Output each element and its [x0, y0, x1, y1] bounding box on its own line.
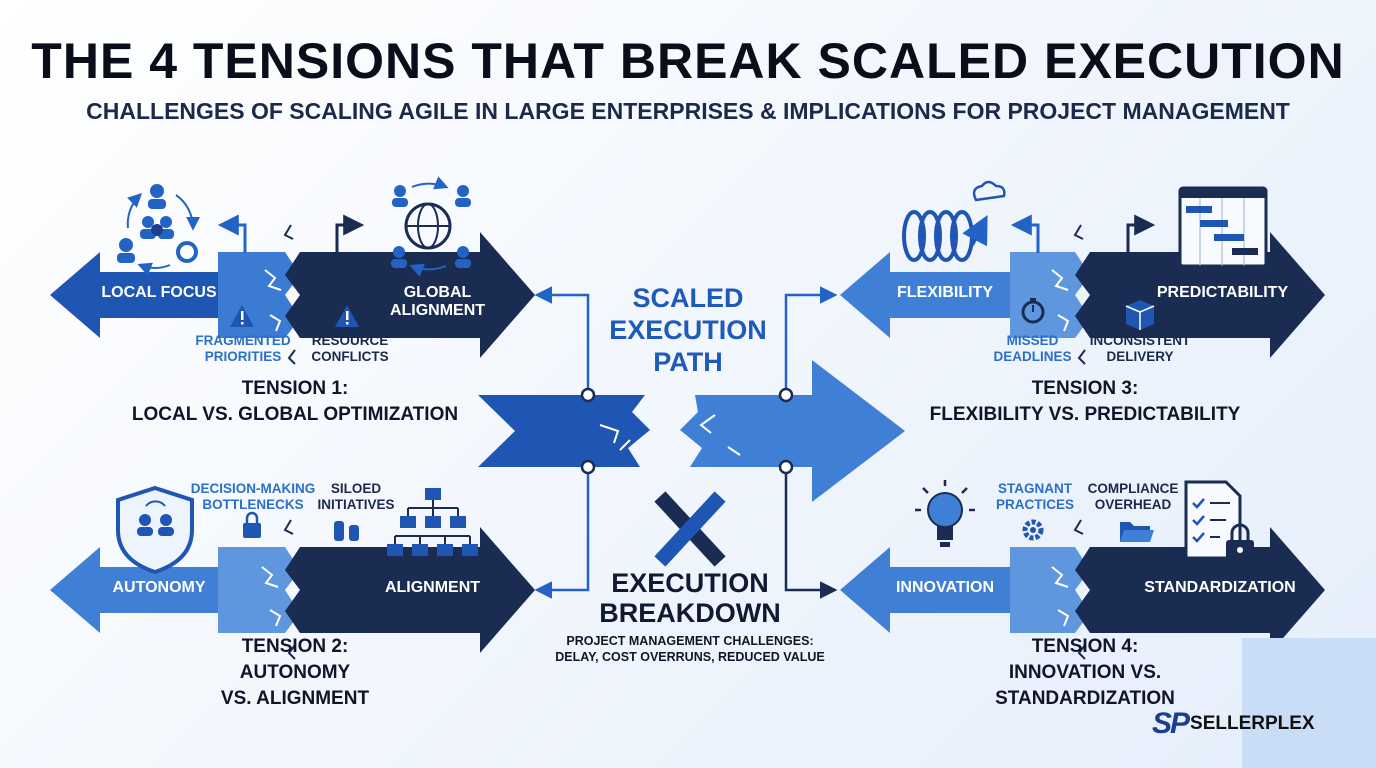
lightbulb-icon	[915, 480, 975, 547]
scaled-execution-arrow	[478, 360, 905, 502]
tension-4-arrows	[840, 519, 1325, 660]
tension-1-title: TENSION 1: LOCAL VS. GLOBAL OPTIMIZATION	[131, 378, 459, 425]
brand-mark: SP	[1152, 707, 1190, 740]
flexibility-label: FLEXIBILITY	[897, 284, 993, 301]
checklist-lock-icon	[1184, 480, 1254, 562]
folder-icon	[1120, 522, 1154, 542]
stopwatch-icon	[1021, 298, 1045, 324]
page-title: THE 4 TENSIONS THAT BREAK SCALED EXECUTI…	[31, 33, 1345, 89]
innovation-label: INNOVATION	[895, 579, 995, 596]
tension-2-title: TENSION 2: AUTONOMY VS. ALIGNMENT	[220, 636, 370, 709]
shield-team-icon	[116, 485, 194, 575]
flexibility-arrow	[840, 252, 1030, 338]
local-focus-arrow	[50, 252, 238, 338]
brand-background	[1242, 638, 1376, 768]
tension-2-arrows	[50, 519, 535, 660]
package-icon	[1125, 300, 1155, 330]
alignment-label: ALIGNMENT	[384, 579, 481, 596]
connector-lines	[534, 286, 838, 599]
scaled-execution-path-label: SCALED EXECUTION PATH	[609, 283, 767, 377]
gear-icon	[1022, 519, 1044, 541]
breakdown-x-icon	[654, 491, 726, 567]
lock-icon	[243, 511, 261, 538]
silo-icon	[334, 521, 359, 541]
local-focus-arrow-break	[218, 252, 300, 338]
globe-team-icon	[391, 176, 471, 277]
warning-icon	[230, 305, 254, 327]
innovation-arrow	[840, 547, 1030, 633]
autonomy-label: AUTONOMY	[112, 579, 206, 596]
pm-challenges-text: PROJECT MANAGEMENT CHALLENGES: DELAY, CO…	[555, 634, 825, 664]
local-focus-label: LOCAL FOCUS	[101, 284, 217, 301]
tension-3-title: TENSION 3: FLEXIBILITY VS. PREDICTABILIT…	[929, 378, 1241, 425]
warning-icon	[335, 305, 359, 327]
brand-logo: SP SELLERPLEX	[1152, 707, 1315, 741]
org-chart-icon	[387, 488, 478, 556]
gantt-chart-icon	[1178, 186, 1268, 268]
predictability-label: PREDICTABILITY	[1156, 284, 1289, 301]
standardization-arrow	[1075, 527, 1325, 653]
page-subtitle: CHALLENGES OF SCALING AGILE IN LARGE ENT…	[86, 98, 1290, 124]
tension-4-title: TENSION 4: INNOVATION VS. STANDARDIZATIO…	[995, 636, 1175, 709]
brand-name: SELLERPLEX	[1190, 713, 1315, 734]
autonomy-arrow	[50, 547, 238, 633]
standardization-label: STANDARDIZATION	[1144, 579, 1296, 596]
spiral-growth-icon	[902, 180, 1006, 262]
alignment-arrow	[285, 527, 535, 653]
execution-breakdown-label: EXECUTION BREAKDOWN	[599, 568, 781, 628]
global-alignment-label: GLOBAL ALIGNMENT	[389, 284, 486, 319]
team-cycle-icon	[117, 184, 201, 276]
